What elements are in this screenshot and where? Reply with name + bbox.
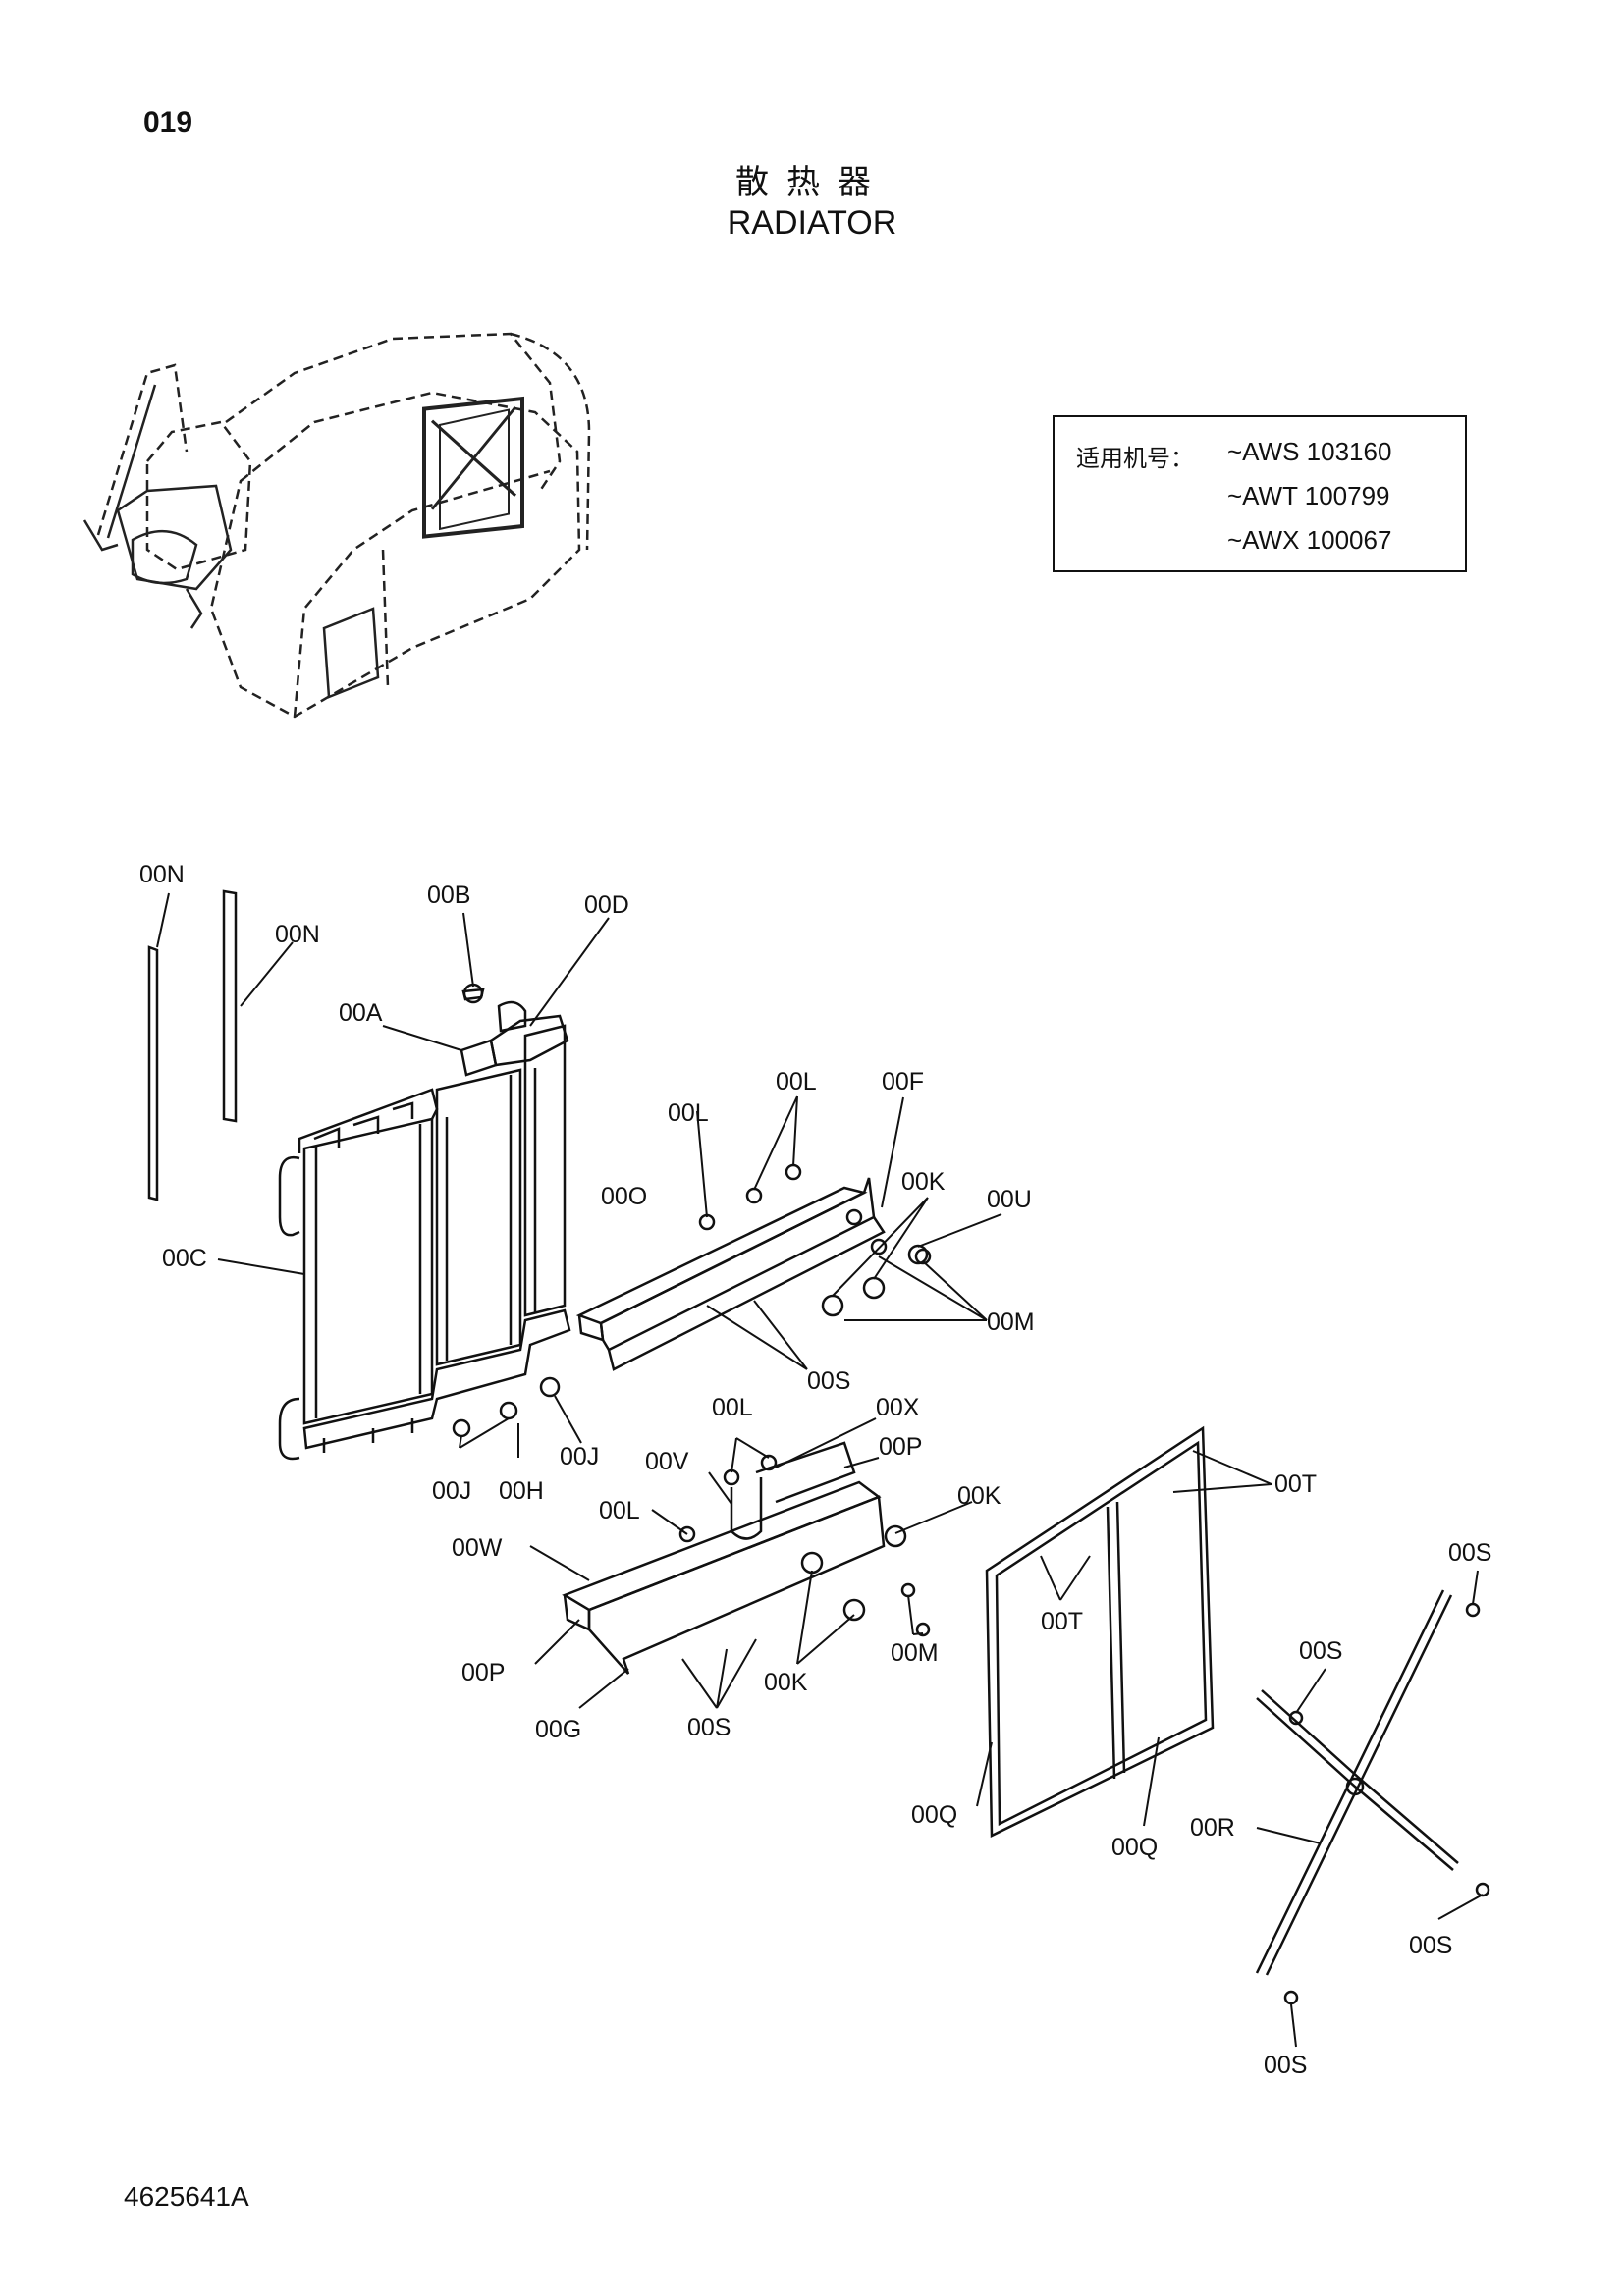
callout-labels: 00N 00N 00B 00D 00A 00C 00L 00L 00F 00O … xyxy=(139,861,1491,2079)
callout-00J: 00J xyxy=(560,1443,599,1470)
callout-00W: 00W xyxy=(452,1534,503,1562)
callout-00U: 00U xyxy=(987,1186,1032,1213)
callout-00S: 00S xyxy=(687,1714,731,1741)
callout-00A: 00A xyxy=(339,999,383,1027)
callout-00B: 00B xyxy=(427,881,470,909)
callout-00S: 00S xyxy=(1264,2052,1307,2079)
callout-00K: 00K xyxy=(901,1168,946,1196)
callout-00K: 00K xyxy=(764,1669,808,1696)
screen-frame xyxy=(985,1425,1215,1838)
cross-brace xyxy=(1255,1589,1490,2005)
lower-bracket-assembly xyxy=(562,1441,931,1675)
serial-range: ~AWX 100067 xyxy=(1227,525,1392,555)
leader-lines xyxy=(156,892,1484,2048)
page-number: 019 xyxy=(143,106,193,138)
callout-00D: 00D xyxy=(584,891,629,919)
callout-00K: 00K xyxy=(957,1482,1001,1510)
callout-00O: 00O xyxy=(601,1183,647,1210)
callout-00C: 00C xyxy=(162,1245,207,1272)
callout-00P: 00P xyxy=(879,1433,922,1461)
callout-00S: 00S xyxy=(807,1367,850,1395)
machine-overview-sketch xyxy=(82,332,591,719)
callout-00R: 00R xyxy=(1190,1814,1235,1842)
callout-00S: 00S xyxy=(1299,1637,1342,1665)
callout-00S: 00S xyxy=(1409,1932,1452,1959)
title-english: RADIATOR xyxy=(727,204,897,241)
callout-00N: 00N xyxy=(275,921,320,948)
callout-00P: 00P xyxy=(461,1659,505,1686)
callout-00L: 00L xyxy=(599,1497,640,1524)
callout-00Q: 00Q xyxy=(911,1801,957,1829)
callout-00H: 00H xyxy=(499,1477,544,1505)
callout-00N: 00N xyxy=(139,861,185,888)
radiator-core xyxy=(278,983,571,1461)
callout-00J: 00J xyxy=(432,1477,471,1505)
callout-00L: 00L xyxy=(668,1099,709,1127)
callout-00F: 00F xyxy=(882,1068,924,1095)
drawing-number: 4625641A xyxy=(124,2181,249,2212)
callout-00L: 00L xyxy=(776,1068,817,1095)
callout-00Q: 00Q xyxy=(1111,1834,1158,1861)
serial-label: 适用机号： xyxy=(1076,445,1194,472)
seal-strips xyxy=(147,889,238,1201)
callout-00G: 00G xyxy=(535,1716,581,1743)
title-chinese: 散热器 xyxy=(735,163,889,202)
callout-00M: 00M xyxy=(891,1639,939,1667)
serial-range: ~AWS 103160 xyxy=(1227,437,1392,466)
callout-00M: 00M xyxy=(987,1308,1035,1336)
serial-range: ~AWT 100799 xyxy=(1227,481,1390,510)
callout-00L: 00L xyxy=(712,1394,753,1421)
serial-applicability-box: 适用机号： ~AWS 103160 ~AWT 100799 ~AWX 10006… xyxy=(1053,415,1467,572)
callout-00V: 00V xyxy=(645,1448,689,1475)
callout-00X: 00X xyxy=(876,1394,920,1421)
callout-00S: 00S xyxy=(1448,1539,1491,1567)
callout-00T: 00T xyxy=(1041,1608,1083,1635)
callout-00T: 00T xyxy=(1274,1470,1317,1498)
